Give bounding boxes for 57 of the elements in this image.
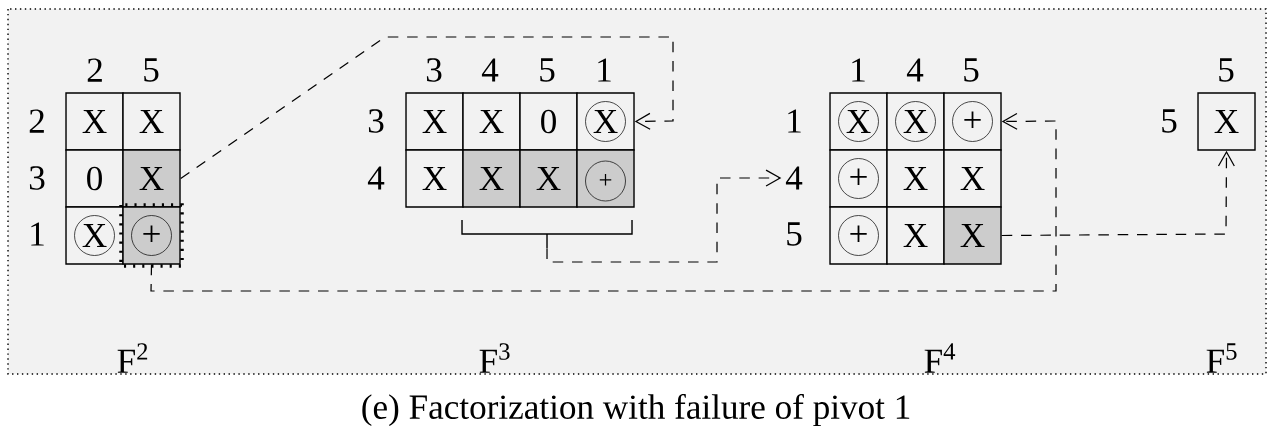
row-index: 3 [368, 109, 384, 133]
dashed-arrow [546, 169, 782, 263]
matrix-name: F$^{2}$ [117, 343, 148, 373]
matrix-cell: X [122, 149, 181, 208]
matrix-cell [829, 206, 888, 265]
row-index: 4 [785, 166, 803, 190]
matrix-cell: X [405, 149, 464, 208]
bracket [461, 219, 633, 249]
dashed-arrow [180, 36, 674, 180]
matrix-cell: X [405, 92, 464, 151]
circled-entry: X [585, 101, 626, 142]
matrix-cell: X [886, 149, 945, 208]
matrix-cell [943, 92, 1002, 151]
matrix-cell [65, 206, 124, 265]
column-index: 3 [426, 58, 442, 82]
matrix-cell: X [122, 92, 181, 151]
column-index: 4 [906, 58, 924, 82]
column-index: 5 [540, 58, 555, 82]
matrix-cell: X [519, 149, 578, 208]
column-index: 1 [852, 58, 865, 82]
column-index: 5 [144, 58, 159, 82]
caption: (e) Factorization with failure of pivot 1 [362, 393, 910, 427]
matrix-cell: X [943, 206, 1002, 265]
matrix-cell: 0 [519, 92, 578, 151]
circled-entry: + [838, 215, 879, 256]
circled-entry: X [74, 215, 115, 256]
circled-entry: + [585, 160, 626, 202]
circled-entry: X [895, 101, 936, 142]
circled-entry: + [952, 101, 993, 142]
row-index: 3 [29, 166, 45, 190]
row-index: 5 [787, 222, 802, 246]
matrix-cell: X [462, 149, 521, 208]
matrix-cell: X [1197, 92, 1256, 151]
circled-entry: + [838, 158, 879, 199]
column-index: 1 [598, 58, 611, 82]
row-index: 1 [788, 109, 801, 133]
matrix-name: F$^{4}$ [924, 343, 956, 373]
circled-entry: + [131, 215, 172, 256]
column-index: 4 [481, 58, 499, 82]
row-index: 2 [29, 109, 44, 133]
matrix-cell: X [943, 149, 1002, 208]
dashed-arrow [150, 112, 1057, 292]
circled-entry: X [838, 101, 879, 142]
matrix-cell [576, 92, 635, 151]
dashed-arrow [1001, 150, 1235, 237]
matrix-cell: X [886, 206, 945, 265]
matrix-cell [119, 203, 184, 268]
matrix-cell: 0 [65, 149, 124, 208]
row-index: 4 [367, 166, 385, 190]
matrix-name: F$^{3}$ [479, 343, 510, 373]
matrix-cell [576, 149, 635, 208]
row-index: 1 [31, 222, 44, 246]
column-index: 5 [964, 58, 979, 82]
matrix-name: F$^{5}$ [1206, 343, 1237, 373]
column-index: 2 [87, 58, 102, 82]
matrix-cell: X [462, 92, 521, 151]
matrix-cell: X [65, 92, 124, 151]
